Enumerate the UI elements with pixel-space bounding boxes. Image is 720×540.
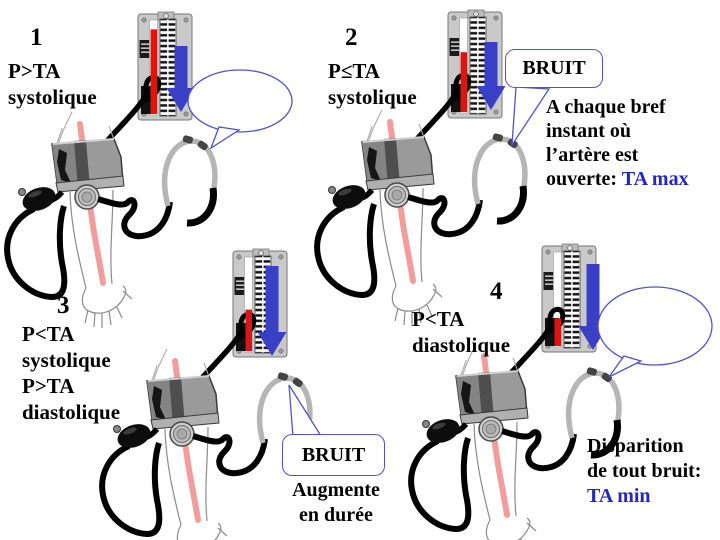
speech-bubble-icon [187,69,293,133]
ta-min-highlight: TA min [587,485,651,507]
down-arrow-icon [257,266,287,356]
panel-3-number: 3 [57,292,70,319]
panel-2-note: A chaque bref instant où l’artère est ou… [546,96,689,190]
panel-2-condition: P≤TA systolique [328,59,417,109]
mercury-column-4 [554,318,561,346]
bruit-callout-panel-2: BRUIT [505,49,603,88]
panel-4-condition: P<TA diastolique [412,307,511,357]
speech-bubble-tail [209,126,241,150]
panel-1-number: 1 [30,24,43,51]
panel-4-number: 4 [490,278,503,305]
mercury-column-3 [245,309,252,351]
bruit-callout-panel-3: BRUIT [282,434,385,476]
panel-3-condition: P<TA systolique P>TA diastolique [22,322,121,424]
speech-bubble-icon [597,286,713,366]
panel-2-number: 2 [345,24,358,51]
panel-1-condition: P>TA systolique [8,59,97,109]
mercury-column-2 [460,52,467,112]
bruit-label: BRUIT [301,443,366,466]
speech-bubble-tail [608,355,643,378]
speech-bubbles [187,69,713,378]
bruit-label: BRUIT [522,57,586,79]
ta-max-highlight: TA max [621,168,689,190]
panel-4-note: Disparition de tout bruit: TA min [587,435,702,507]
panel-3-caption: Augmente en durée [292,479,380,526]
down-arrow-icon [476,42,506,110]
bruit-callout-tails [288,86,551,438]
mercury-column-1 [150,29,157,114]
callout-tail [511,86,551,148]
